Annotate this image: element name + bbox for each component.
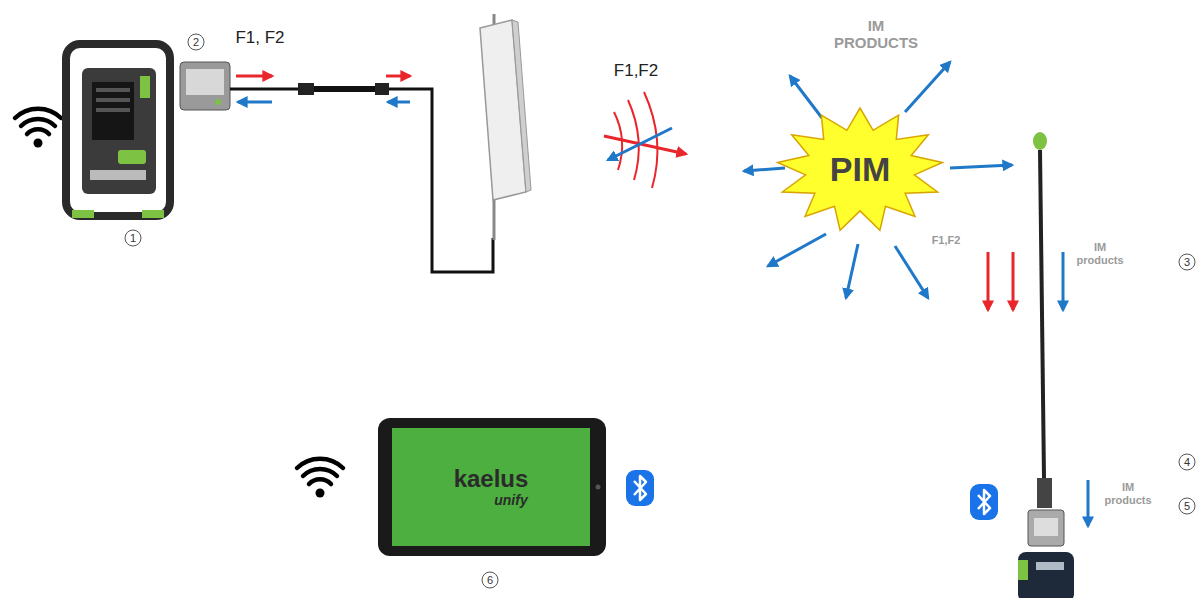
node-title: PIM bbox=[830, 151, 890, 188]
signal-name: F1,F2 bbox=[614, 61, 658, 81]
im-arrow bbox=[238, 101, 272, 104]
pim-starburst: PIM bbox=[775, 106, 945, 234]
wifi-icon bbox=[297, 459, 343, 498]
im-heading: IM PRODUCTS bbox=[831, 17, 921, 52]
callout-number: 1 bbox=[125, 230, 142, 247]
im-arrow bbox=[388, 101, 410, 104]
signal-arrow bbox=[236, 75, 272, 78]
pim-probe bbox=[1018, 132, 1074, 598]
signal-name: F1, F2 bbox=[235, 28, 284, 48]
im-radiation bbox=[744, 62, 1012, 298]
tuning-module bbox=[180, 62, 230, 110]
callout-number: 6 bbox=[482, 572, 499, 589]
im-arrow bbox=[608, 128, 672, 160]
signal-arrow bbox=[987, 252, 990, 310]
node-subtitle: unify bbox=[494, 493, 527, 508]
signal-arrow bbox=[604, 136, 686, 154]
im-note: IM products bbox=[1072, 241, 1128, 266]
bluetooth-icon bbox=[970, 484, 998, 520]
bluetooth-icon bbox=[626, 470, 654, 506]
tablet-camera bbox=[596, 485, 601, 490]
im-arrow bbox=[1062, 252, 1065, 310]
pim-analyzer bbox=[66, 44, 170, 218]
feeder-cable bbox=[230, 83, 493, 272]
signal-arrow bbox=[1012, 252, 1015, 310]
callout-number: 2 bbox=[188, 34, 205, 51]
tablet-screen: kaelusunify bbox=[392, 428, 590, 546]
signal-name: F1,F2 bbox=[932, 234, 961, 247]
wifi-icon bbox=[15, 109, 61, 148]
callout-number: 3 bbox=[1179, 254, 1196, 271]
signal-arrow bbox=[386, 75, 410, 78]
callout-number: 4 bbox=[1179, 454, 1196, 471]
im-note: IM products bbox=[1100, 481, 1156, 506]
im-arrow bbox=[1087, 480, 1090, 526]
panel-antenna bbox=[480, 14, 531, 240]
callout-number: 5 bbox=[1179, 498, 1196, 515]
tablet-body bbox=[378, 418, 606, 556]
node-title: kaelus bbox=[454, 466, 529, 492]
